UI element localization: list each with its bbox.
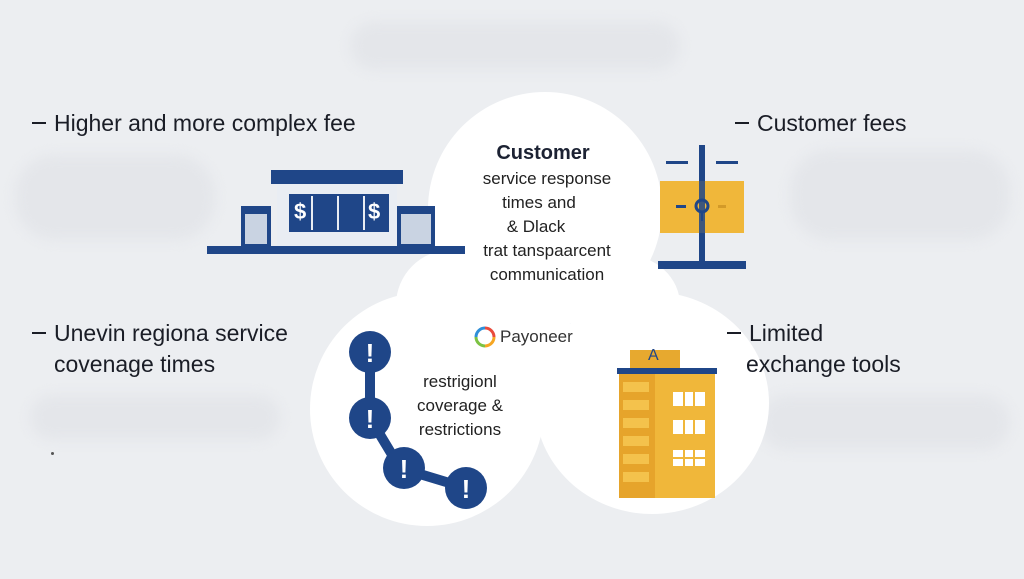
label-text: Unevin regiona service	[54, 320, 288, 346]
label-text: covenage times	[54, 351, 216, 377]
center-bottom-line: restrictions	[418, 420, 502, 439]
alert-icon: !	[365, 338, 375, 368]
dash-icon	[735, 121, 749, 124]
center-bottom-line: coverage &	[417, 396, 503, 415]
center-top-title: Customer	[496, 142, 590, 164]
cloud-bridge	[455, 300, 585, 430]
alert-icon: !	[461, 474, 471, 504]
label-top-left: Higher and more complex fee	[32, 108, 356, 139]
center-top-text: Customer service response times and & Dl…	[462, 141, 632, 287]
label-text: Higher and more complex fee	[54, 110, 356, 136]
label-top-right: Customer fees	[735, 108, 907, 139]
label-text: Customer fees	[757, 110, 907, 136]
bg-block	[760, 395, 1010, 450]
dash-icon	[32, 121, 46, 124]
alert-icon: !	[365, 404, 375, 434]
label-text: exchange tools	[746, 351, 901, 377]
center-top-line: communication	[489, 265, 605, 284]
alert-icon: !	[399, 454, 409, 484]
dash-icon	[32, 331, 46, 334]
payoneer-logo: Payoneer	[474, 326, 573, 348]
bank-icon	[207, 170, 465, 254]
center-bottom-text: restrigionl coverage & restrictions	[400, 370, 520, 442]
label-mid-left: Unevin regiona service covenage times	[32, 318, 288, 380]
bg-block	[350, 22, 680, 70]
sign-post-icon	[658, 145, 746, 269]
bank-dollar-sign: $	[294, 199, 307, 224]
payoneer-name: Payoneer	[500, 327, 573, 346]
alert-chain-icon	[349, 331, 487, 509]
bg-block	[15, 155, 215, 240]
dash-icon	[727, 331, 741, 334]
center-bottom-line: restrigionl	[423, 372, 497, 391]
payoneer-ring-icon	[474, 326, 496, 348]
bank-dollar-sign: $	[368, 199, 381, 224]
marker-dot	[51, 452, 54, 455]
building-sign: A	[648, 347, 659, 364]
center-top-line: service response	[482, 169, 612, 188]
center-top-line: trat tanspaarcent	[483, 241, 611, 260]
bg-block	[30, 395, 280, 440]
label-text: Limited	[749, 320, 824, 346]
building-icon	[617, 350, 717, 498]
center-top-line: times and	[502, 193, 576, 212]
bg-block	[790, 150, 1010, 240]
label-mid-right: Limited exchange tools	[727, 318, 901, 380]
center-top-line: & Dlack	[506, 217, 566, 236]
